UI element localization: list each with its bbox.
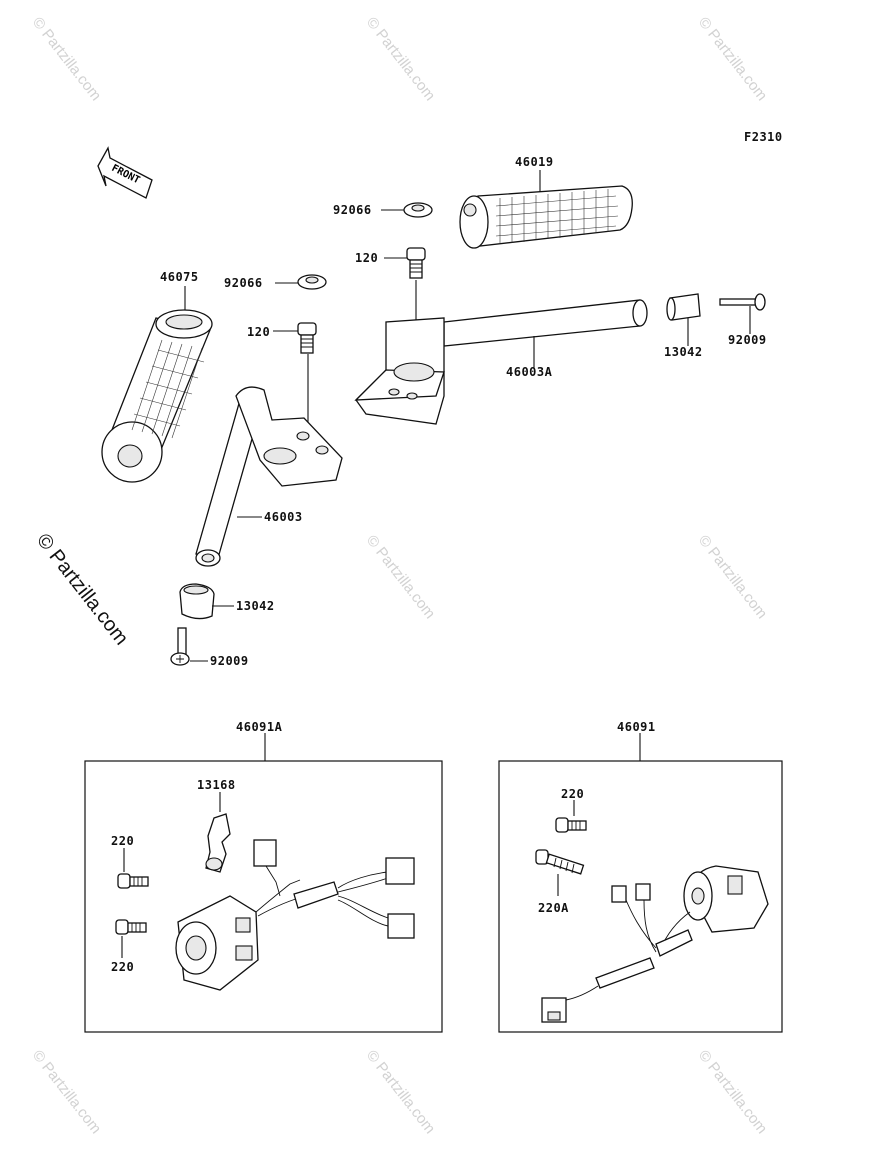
grip-46019 <box>459 170 633 249</box>
label-120-left: 120 <box>247 325 270 339</box>
label-220-upper: 220 <box>111 834 134 848</box>
label-120-top: 120 <box>355 251 378 265</box>
watermark: © Partzilla.com <box>695 1047 771 1137</box>
label-92066-left: 92066 <box>224 276 263 290</box>
switch-assembly-46091 <box>541 865 769 1023</box>
label-92009-left: 92009 <box>210 654 249 668</box>
bolt-120-top <box>384 247 426 370</box>
screw-220-right <box>555 800 587 833</box>
label-92066-top: 92066 <box>333 203 372 217</box>
figure-code: F2310 <box>744 130 783 144</box>
label-46003: 46003 <box>264 510 303 524</box>
label-13168: 13168 <box>197 778 236 792</box>
switch-assembly-46091A <box>175 792 415 991</box>
box-46091A <box>84 760 443 1033</box>
screw-92009-left <box>170 627 208 666</box>
label-46019: 46019 <box>515 155 554 169</box>
handlebar-46003A <box>354 299 648 425</box>
label-220-lower: 220 <box>111 960 134 974</box>
label-46003A: 46003A <box>506 365 553 379</box>
label-13042-right: 13042 <box>664 345 703 359</box>
washer-92066-left <box>275 274 327 290</box>
bolt-120-left <box>273 322 317 436</box>
label-220-right: 220 <box>561 787 584 801</box>
bar-end-13042-right <box>666 293 701 346</box>
label-46075: 46075 <box>160 270 199 284</box>
watermark: © Partzilla.com <box>29 14 105 104</box>
washer-92066-top <box>381 202 433 218</box>
grip-46075 <box>101 286 213 483</box>
box-46091 <box>498 760 783 1033</box>
watermark-dark: © Partzilla.com <box>32 530 132 650</box>
screw-92009-right <box>719 293 766 334</box>
handlebar-46003 <box>195 386 343 567</box>
watermark: © Partzilla.com <box>29 1047 105 1137</box>
screw-220A <box>535 849 585 896</box>
label-46091: 46091 <box>617 720 656 734</box>
watermark: © Partzilla.com <box>695 14 771 104</box>
screw-220-lower <box>115 919 147 958</box>
watermark: © Partzilla.com <box>363 532 439 622</box>
watermark: © Partzilla.com <box>695 532 771 622</box>
watermark: © Partzilla.com <box>363 14 439 104</box>
label-46091A: 46091A <box>236 720 283 734</box>
screw-220-upper <box>117 848 149 889</box>
front-arrow-icon: FRONT <box>97 146 153 199</box>
watermark: © Partzilla.com <box>363 1047 439 1137</box>
label-92009-right: 92009 <box>728 333 767 347</box>
label-13042-left: 13042 <box>236 599 275 613</box>
label-220A: 220A <box>538 901 569 915</box>
bar-end-13042-left <box>179 583 234 620</box>
